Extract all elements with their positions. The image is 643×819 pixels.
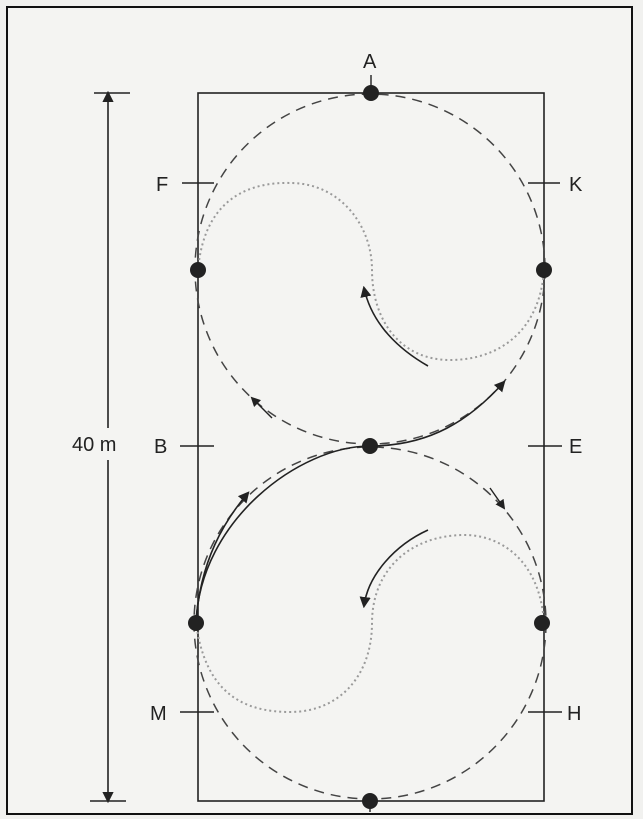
label-m: M (150, 703, 167, 725)
point-upper-right (536, 262, 552, 278)
upper-direction-arrow (360, 285, 429, 367)
point-bottom (362, 793, 378, 809)
label-e: E (569, 436, 582, 458)
serpentine-arrow-lower (195, 491, 250, 624)
serpentine-path (195, 380, 506, 624)
point-centre (362, 438, 378, 454)
dimension-label-bg (66, 428, 138, 460)
label-k: K (569, 174, 583, 196)
lower-dashed-circle (193, 446, 547, 800)
label-b: B (154, 436, 167, 458)
dimension-label: 40 m (72, 434, 116, 456)
label-a: A (363, 51, 377, 73)
point-lower-right (534, 615, 550, 631)
upper-dotted-loop (197, 181, 545, 362)
lower-dotted-loop (195, 533, 545, 714)
point-upper-left (190, 262, 206, 278)
point-a (363, 85, 379, 101)
label-h: H (567, 703, 581, 725)
point-lower-left (188, 615, 204, 631)
right-dashed-arrow (489, 487, 506, 510)
upper-dashed-circle (194, 93, 546, 445)
label-f: F (156, 174, 168, 196)
lower-direction-arrow (359, 529, 429, 609)
left-dashed-arrow (250, 396, 273, 419)
